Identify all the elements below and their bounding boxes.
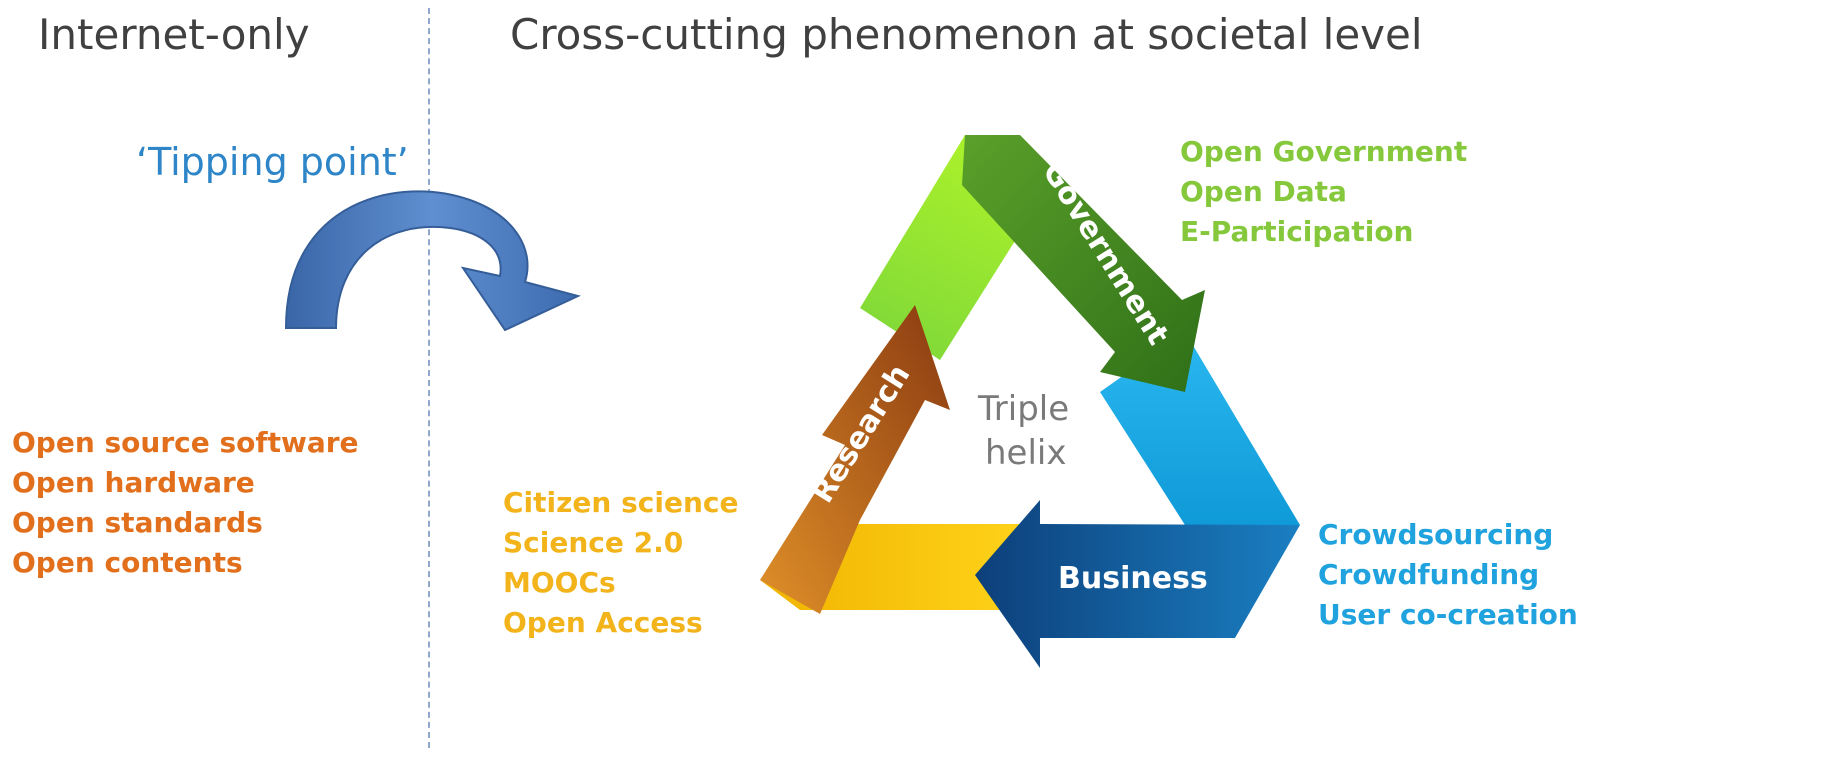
- list-item: MOOCs: [503, 566, 616, 599]
- list-item: Open Access: [503, 606, 703, 639]
- business-label: Business: [1058, 561, 1208, 596]
- list-item: Open standards: [12, 506, 263, 539]
- government-list: Open Government Open Data E-Participatio…: [1180, 132, 1467, 252]
- research-list: Citizen science Science 2.0 MOOCs Open A…: [503, 483, 738, 643]
- dashed-divider: [428, 8, 430, 748]
- list-item: E-Participation: [1180, 215, 1414, 248]
- curved-arrow-icon: [284, 190, 581, 332]
- list-item: Science 2.0: [503, 526, 684, 559]
- list-item: Open contents: [12, 546, 243, 579]
- business-list: Crowdsourcing Crowdfunding User co-creat…: [1318, 515, 1578, 635]
- heading-cross-cutting: Cross-cutting phenomenon at societal lev…: [510, 10, 1423, 59]
- list-item: Citizen science: [503, 486, 739, 519]
- list-item: User co-creation: [1318, 598, 1578, 631]
- list-item: Open Data: [1180, 175, 1347, 208]
- internet-only-list: Open source software Open hardware Open …: [12, 423, 359, 583]
- heading-internet-only: Internet-only: [38, 10, 310, 59]
- list-item: Open Government: [1180, 135, 1468, 168]
- business-arrow: [975, 500, 1300, 668]
- research-arrow: [760, 305, 950, 614]
- list-item: Crowdsourcing: [1318, 518, 1554, 551]
- tipping-point-label: ‘Tipping point’: [136, 140, 409, 184]
- list-item: Open hardware: [12, 466, 255, 499]
- triple-helix-line2: helix: [985, 433, 1066, 473]
- list-item: Crowdfunding: [1318, 558, 1540, 591]
- government-arrow: [962, 135, 1205, 392]
- triple-helix-line1: Triple: [977, 389, 1069, 429]
- list-item: Open source software: [12, 426, 359, 459]
